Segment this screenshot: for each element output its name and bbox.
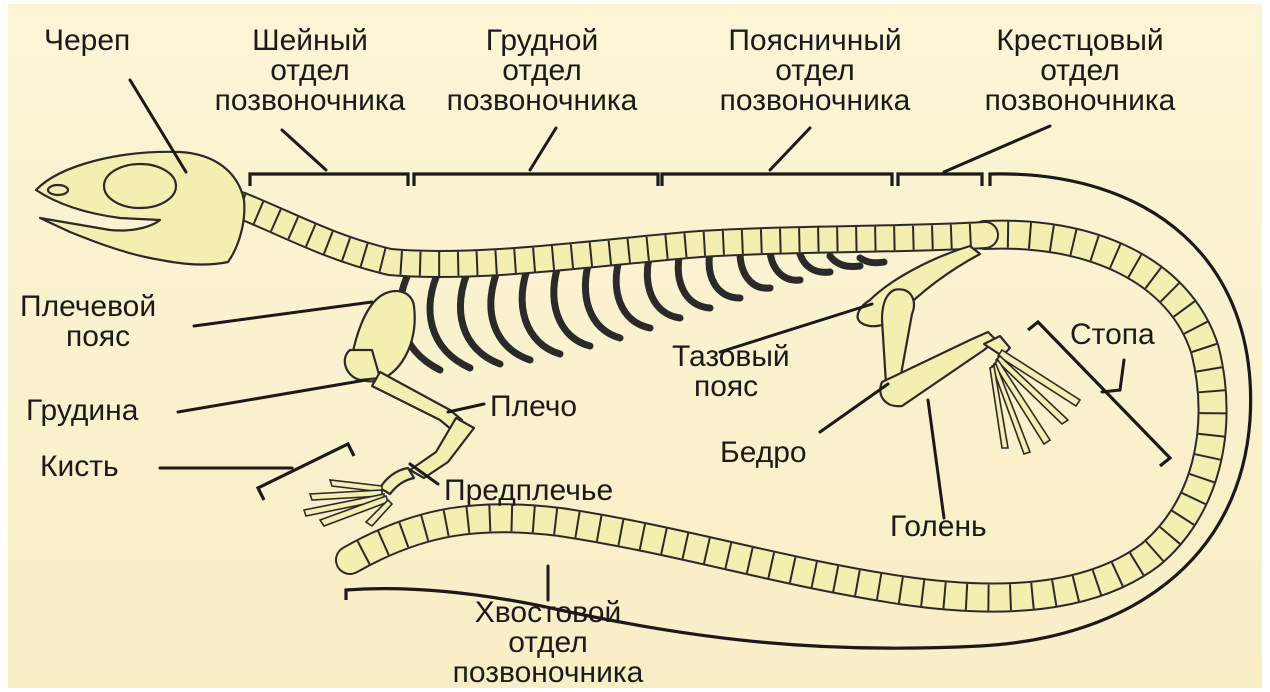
label-cervical-1: Шейный	[252, 24, 368, 57]
label-sacral-2: отдел	[1040, 54, 1119, 87]
label-thoracic-2: отдел	[502, 54, 581, 87]
label-tail-1: Хвостовой	[475, 596, 621, 629]
label-lumbar-3: позвоночника	[720, 84, 911, 117]
label-femur: Бедро	[720, 436, 807, 469]
label-thoracic-1: Грудной	[486, 24, 598, 57]
label-cervical-2: отдел	[270, 54, 349, 87]
label-shoulder-1: Плечевой	[20, 290, 156, 323]
label-forearm: Предплечье	[444, 474, 613, 507]
label-skull: Череп	[44, 24, 130, 57]
label-lumbar-1: Поясничный	[728, 24, 901, 57]
label-cervical-3: позвоночника	[215, 84, 406, 117]
label-tail-3: позвоночника	[453, 656, 644, 689]
eye-socket	[104, 164, 176, 208]
label-shoulder-2: пояс	[66, 320, 130, 353]
label-pelvic-1: Тазовый	[672, 340, 790, 373]
label-sacral-3: позвоночника	[985, 84, 1176, 117]
nostril	[48, 185, 68, 195]
label-lumbar-2: отдел	[775, 54, 854, 87]
label-thoracic-3: позвоночника	[447, 84, 638, 117]
label-humerus: Плечо	[490, 390, 577, 423]
label-shin: Голень	[890, 510, 987, 543]
label-sternum: Грудина	[26, 394, 139, 427]
label-foot: Стопа	[1070, 318, 1155, 351]
label-hand: Кисть	[40, 450, 119, 483]
label-sacral-1: Крестцовый	[996, 24, 1163, 57]
label-tail-2: отдел	[508, 626, 587, 659]
label-pelvic-2: пояс	[694, 370, 758, 403]
